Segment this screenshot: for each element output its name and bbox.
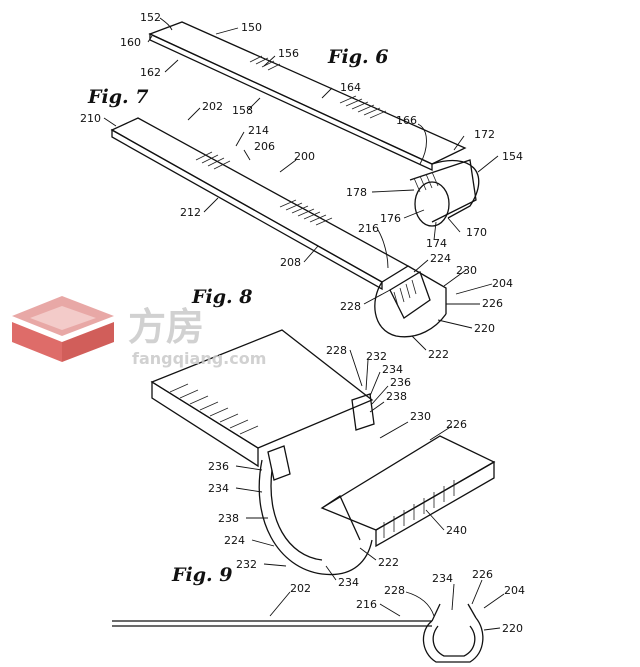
ref-202: 202 [202,100,223,113]
watermark: 方房 fangqiang.com [12,296,266,368]
ref-162: 162 [140,66,161,79]
ref-176: 176 [380,212,401,225]
ref-222-fig8: 222 [378,556,399,569]
ref-234-bottom: 234 [338,576,359,589]
ref-234-left: 234 [208,482,229,495]
ref-174: 174 [426,237,447,250]
watermark-brand: 方房 [128,305,204,349]
leader-lines [103,17,505,631]
ref-166: 166 [396,114,417,127]
fig9-title: Fig. 9 [171,564,232,586]
ref-236-left: 236 [208,460,229,473]
ref-178: 178 [346,186,367,199]
ref-208: 208 [280,256,301,269]
ref-228-fig8: 228 [326,344,347,357]
ref-172: 172 [474,128,495,141]
ref-226: 226 [482,297,503,310]
ref-226-fig9: 226 [472,568,493,581]
ref-158: 158 [232,104,253,117]
ref-240: 240 [446,524,467,537]
ref-170: 170 [466,226,487,239]
fig8-title: Fig. 8 [191,286,252,308]
ref-234-top: 234 [382,363,403,376]
fig8-channel [150,329,496,576]
ref-236-top: 236 [390,376,411,389]
ref-214: 214 [248,124,269,137]
fig6-title: Fig. 6 [327,46,388,68]
fig9-sideview [112,603,484,663]
ref-226-fig8: 226 [446,418,467,431]
ref-220: 220 [474,322,495,335]
ref-230: 230 [456,264,477,277]
ref-154: 154 [502,150,523,163]
ref-202-fig9: 202 [290,582,311,595]
fig6-strip [148,21,480,227]
ref-204: 204 [492,277,513,290]
ref-216: 216 [358,222,379,235]
fig7-title: Fig. 7 [87,86,148,108]
ref-228-fig7: 228 [340,300,361,313]
ref-222: 222 [428,348,449,361]
ref-238-left: 238 [218,512,239,525]
ref-164: 164 [340,81,361,94]
ref-210: 210 [80,112,101,125]
fig7-strip [110,117,447,338]
ref-160: 160 [120,36,141,49]
watermark-logo-icon [12,296,114,362]
ref-232-top: 232 [366,350,387,363]
ref-206: 206 [254,140,275,153]
ref-156: 156 [278,47,299,60]
ref-234-fig9: 234 [432,572,453,585]
ref-238-top: 238 [386,390,407,403]
ref-224: 224 [430,252,451,265]
ref-220-fig9: 220 [502,622,523,635]
ref-232-bottom: 232 [236,558,257,571]
ref-228-fig9: 228 [384,584,405,597]
ref-150: 150 [241,21,262,34]
ref-204-fig9: 204 [504,584,525,597]
ref-200: 200 [294,150,315,163]
ref-216-fig9: 216 [356,598,377,611]
watermark-url: fangqiang.com [132,349,266,368]
ref-212: 212 [180,206,201,219]
ref-152: 152 [140,11,161,24]
ref-230-fig8: 230 [410,410,431,423]
ref-224-fig8: 224 [224,534,245,547]
